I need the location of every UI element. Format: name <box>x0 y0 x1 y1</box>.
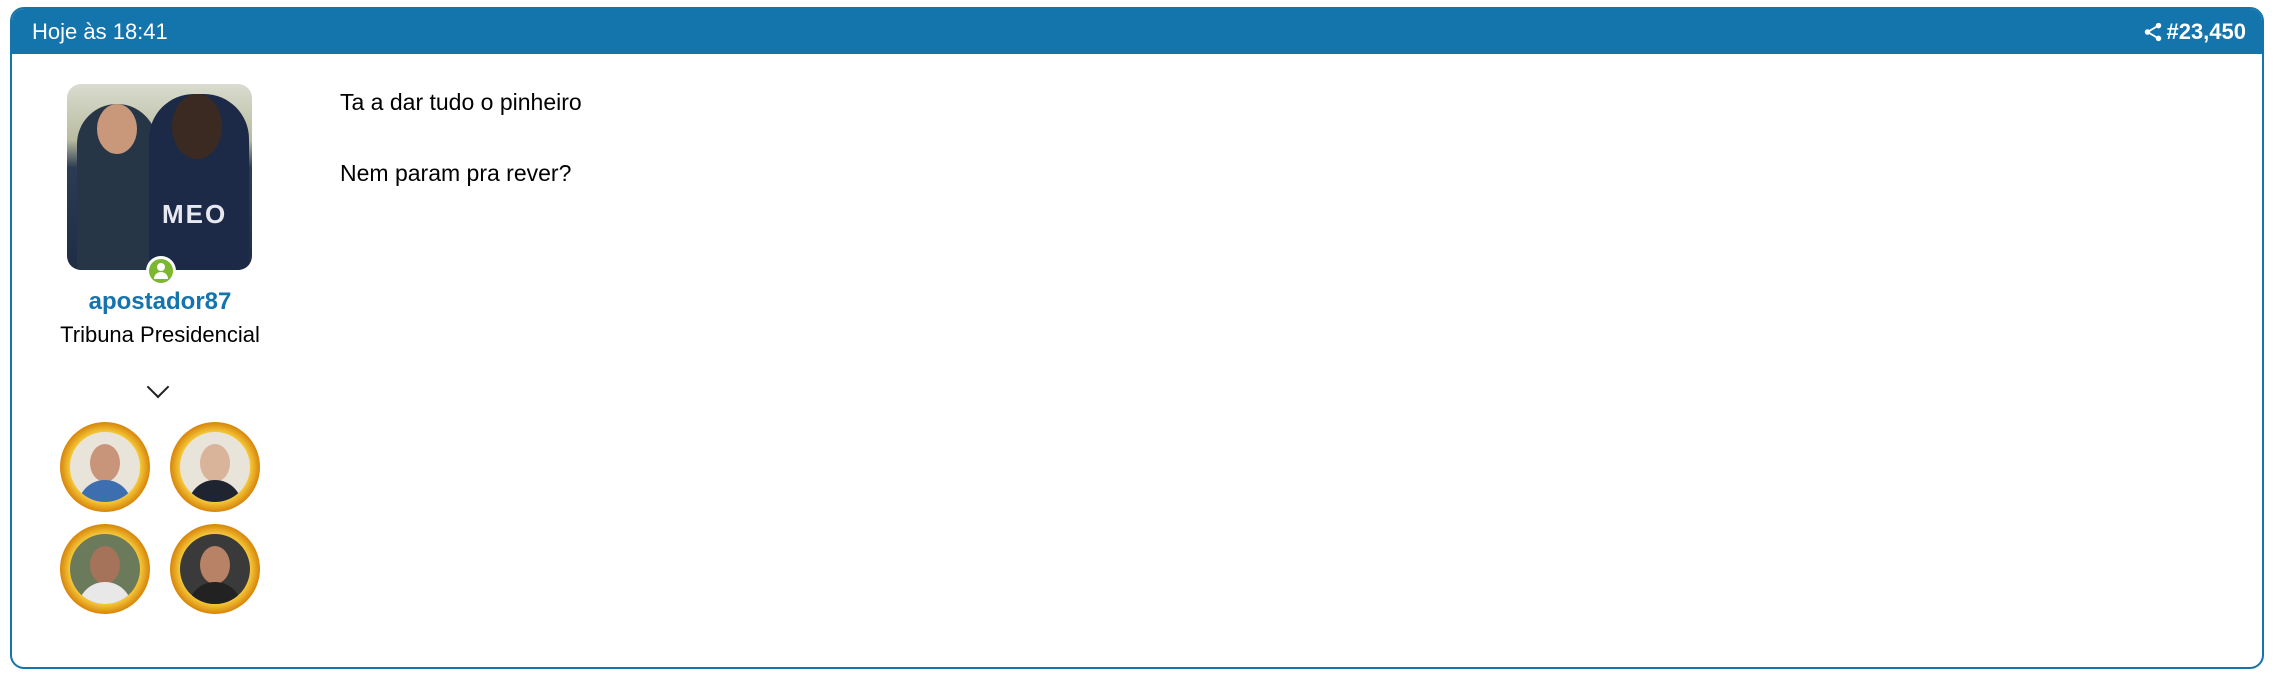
trophy-badge[interactable] <box>60 524 150 614</box>
forum-post: Hoje às 18:41 #23,450 MEO apostador87 Tr… <box>10 7 2264 669</box>
trophy-badge[interactable] <box>170 524 260 614</box>
post-number[interactable]: #23,450 <box>2166 19 2246 44</box>
online-status-icon <box>146 256 176 286</box>
post-header: Hoje às 18:41 #23,450 <box>12 9 2262 54</box>
username[interactable]: apostador87 <box>88 288 232 315</box>
message-line: Nem param pra rever? <box>340 160 572 186</box>
avatar[interactable]: MEO <box>67 84 252 270</box>
trophy-badge[interactable] <box>60 422 150 512</box>
post-body: Ta a dar tudo o pinheiro Nem param pra r… <box>340 89 582 231</box>
post-date[interactable]: Hoje às 18:41 <box>32 19 168 44</box>
chevron-down-icon[interactable] <box>146 375 170 399</box>
share-icon[interactable] <box>2142 21 2164 43</box>
user-rank: Tribuna Presidencial <box>60 322 260 347</box>
trophy-badge[interactable] <box>170 422 260 512</box>
message-line: Ta a dar tudo o pinheiro <box>340 89 582 115</box>
